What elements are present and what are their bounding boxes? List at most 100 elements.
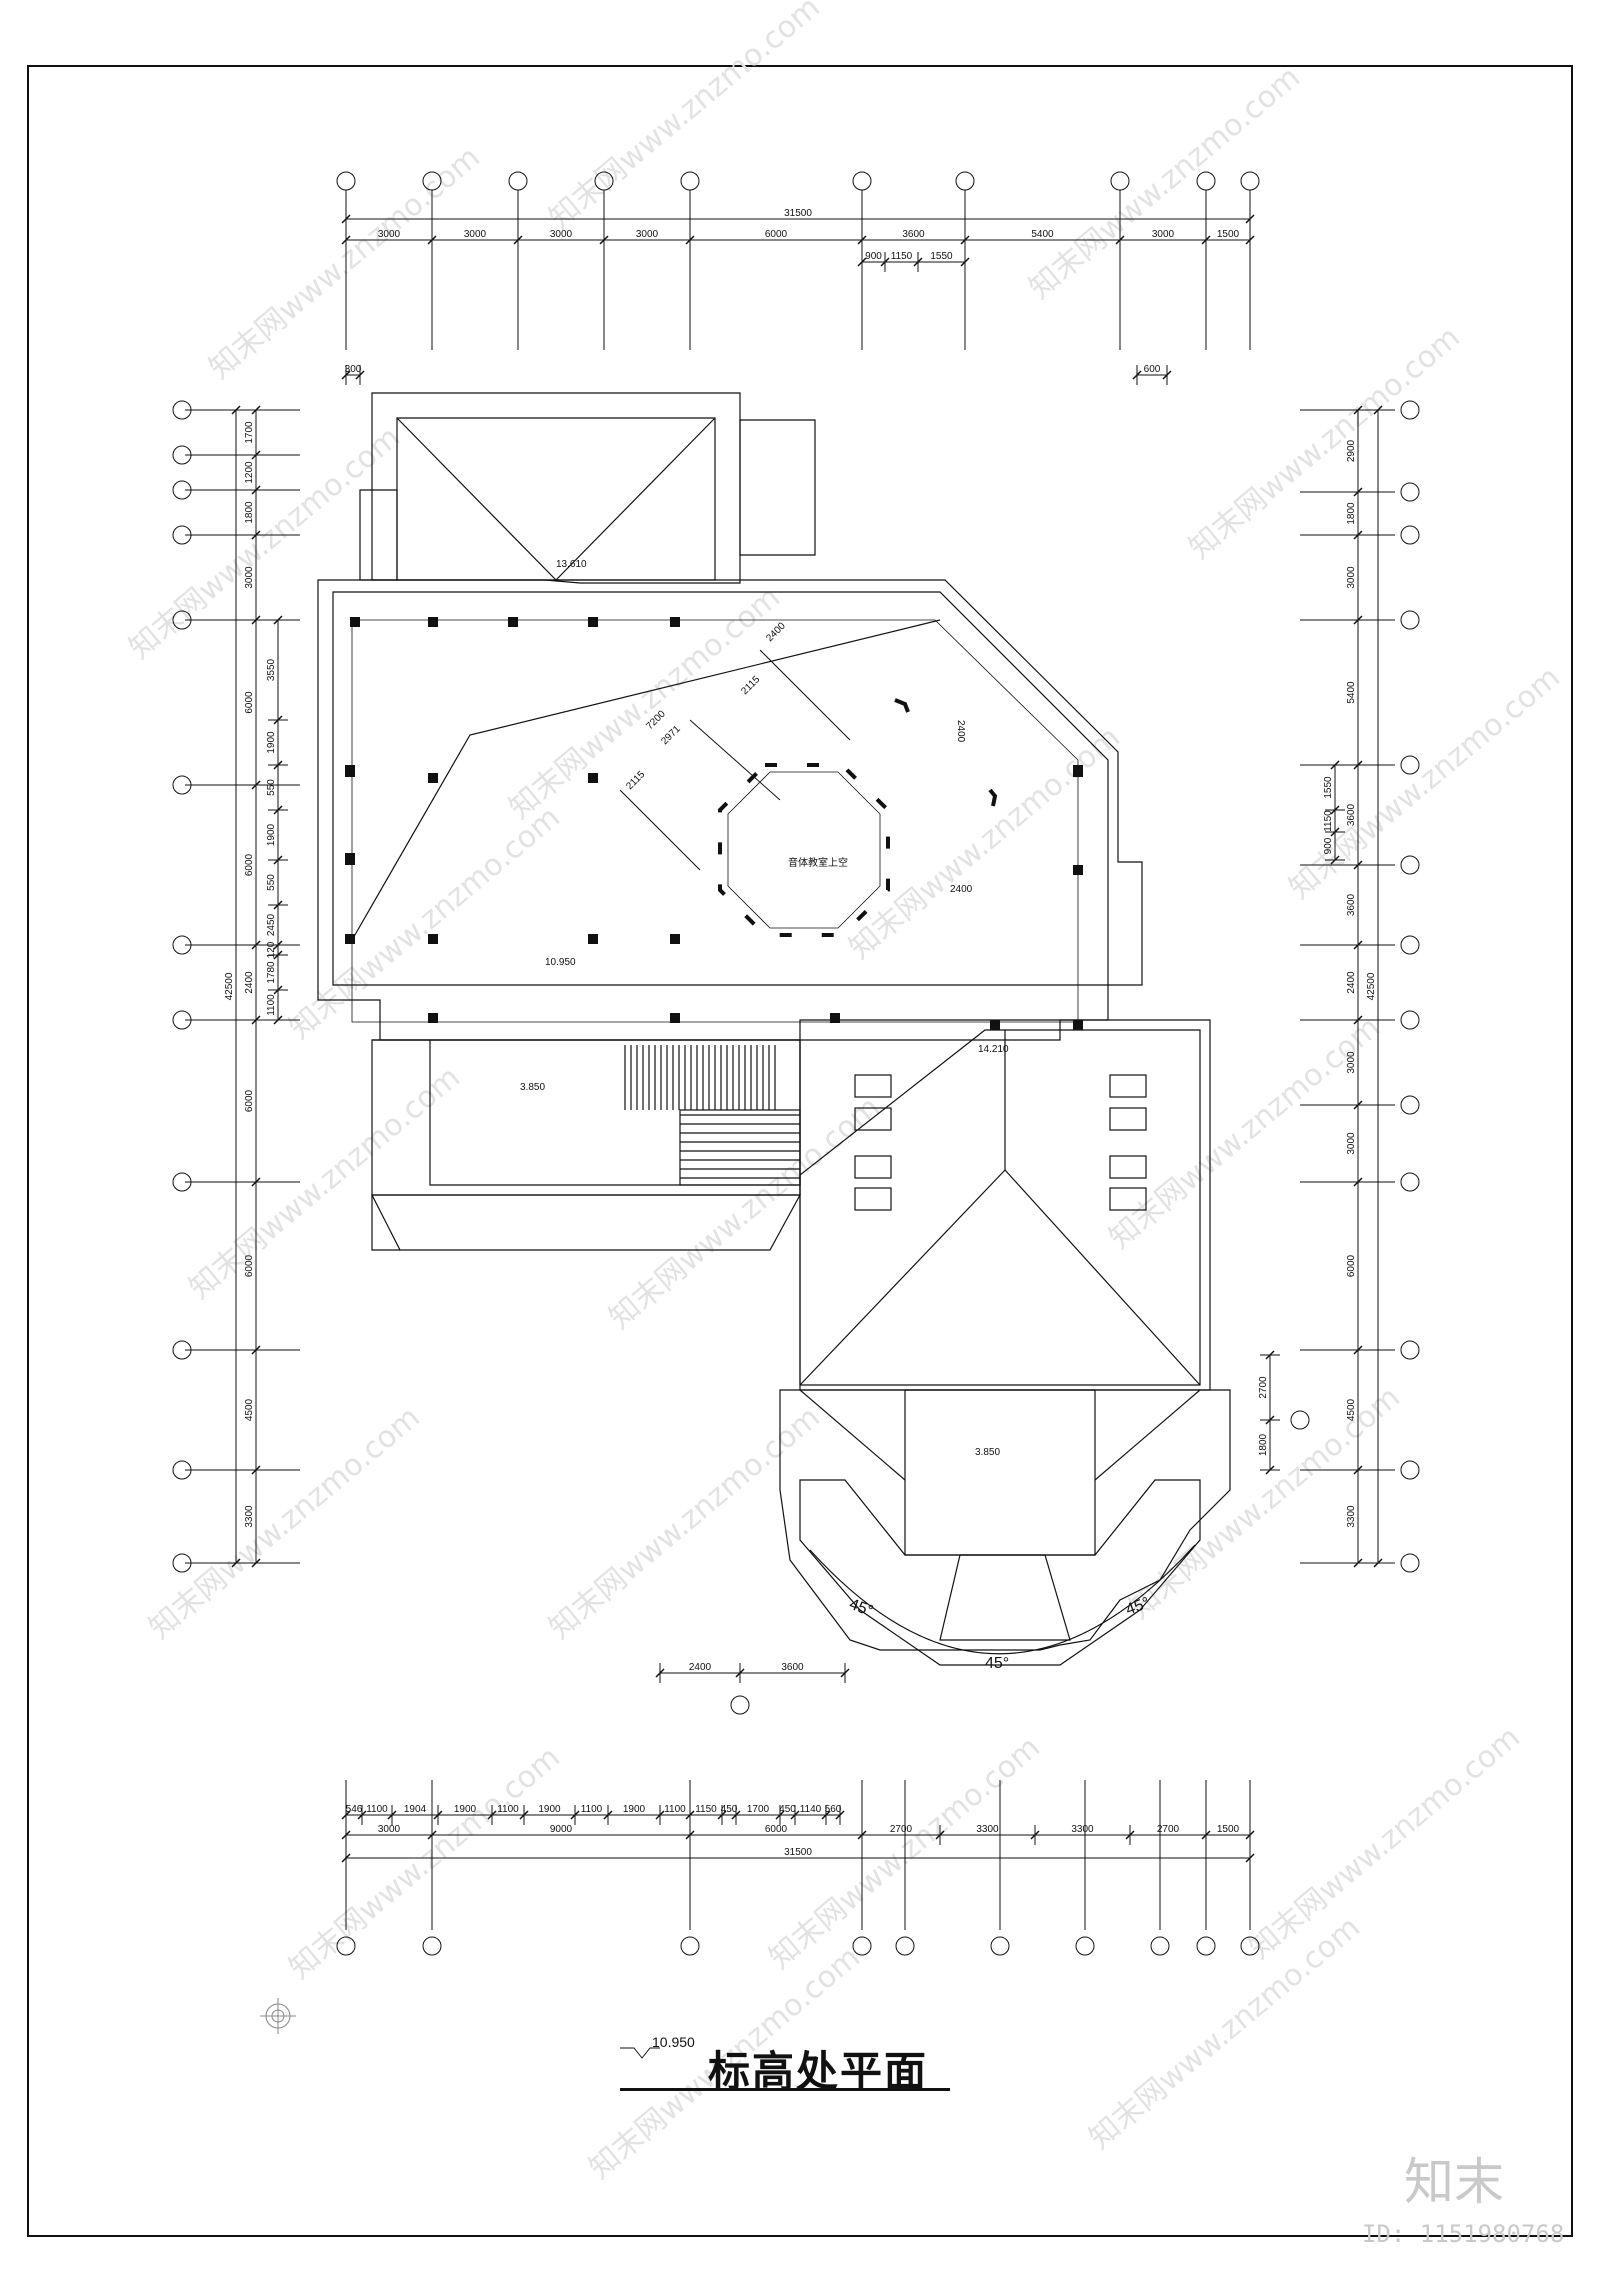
inner-dim-label: 2400 (950, 884, 973, 895)
bottom-dim-label: 1500 (1217, 1824, 1240, 1835)
left-dim-label: 3300 (244, 1505, 255, 1528)
bottom-detail-dim-tick (603, 1810, 613, 1820)
bottom-detail-dim-label: 1100 (581, 1804, 603, 1815)
watermark-text: 知末网www.znzmo.com (1243, 1720, 1527, 1966)
top-dim-label: 3000 (378, 229, 401, 240)
apse-hip (799, 1389, 906, 1481)
roof-hip (1004, 1169, 1201, 1386)
left-inner-dim-tick (273, 760, 283, 770)
elevation-marker-icon (620, 2047, 660, 2059)
grid-axis-bubble (1075, 1936, 1095, 1956)
right-dim-label: 3600 (1346, 893, 1357, 916)
grid-axis-bubble (1196, 171, 1216, 191)
top-total-dim-label: 31500 (784, 208, 812, 219)
grid-axis-bubble (1400, 525, 1420, 545)
left-dim-label: 6000 (244, 853, 255, 876)
angle-label: 45° (985, 1655, 1009, 1672)
watermark-text: 知末网www.znzmo.com (843, 720, 1127, 966)
left-inner-dim-label: 1100 (266, 994, 277, 1016)
grid-axis-bubble (172, 1340, 192, 1360)
right-sub-dim-tick (1330, 855, 1340, 865)
left-inner-dim-label: 3550 (266, 658, 277, 681)
left-dim-label: 6000 (244, 1089, 255, 1112)
grid-axis-bubble (680, 171, 700, 191)
diagonal-dim-line (619, 789, 701, 871)
apse-center (904, 1389, 1096, 1556)
grid-axis-bubble (172, 1553, 192, 1573)
top-sub-dim-label: 900 (865, 251, 882, 262)
left-inner-dim-tick (273, 805, 283, 815)
bottom-total-dim-label: 31500 (784, 1847, 812, 1858)
bottom-detail-dim-tick (717, 1810, 727, 1820)
lower-terrace-roof (371, 1194, 802, 1251)
title-elevation: 10.950 (652, 2034, 695, 2050)
roof-side-block (739, 419, 816, 556)
diagonal-dim-line (689, 719, 781, 801)
top-dim-label: 1500 (1217, 229, 1240, 240)
grid-axis-bubble (172, 400, 192, 420)
left-dim-label: 4500 (244, 1398, 255, 1421)
grid-axis-bubble (508, 171, 528, 191)
top-sub-dim-tick (880, 257, 890, 267)
bottom-detail-dim-label: 1904 (404, 1804, 427, 1815)
lower-terrace-edge (371, 1195, 400, 1251)
left-inner-dim-tick (273, 985, 283, 995)
grid-axis-bubble (1400, 1172, 1420, 1192)
lower-dim-label: 2400 (689, 1662, 712, 1673)
bottom-detail-dim-tick (835, 1810, 845, 1820)
grid-axis-bubble (1240, 171, 1260, 191)
right-sub-dim-tick (1330, 827, 1340, 837)
watermark-text: 知末网www.znzmo.com (283, 1740, 567, 1986)
left-inner-dim-label: 550 (266, 779, 277, 796)
left-dim-label: 6000 (244, 691, 255, 714)
lower-dim-tick (735, 1668, 745, 1678)
top-dim-label: 3000 (550, 229, 573, 240)
roof-hip (555, 417, 716, 581)
drawing-title-block: 10.950 标高处平面 (620, 2032, 960, 2096)
watermark-text: 知末网www.znzmo.com (143, 1400, 427, 1646)
grid-axis-bubble (336, 171, 356, 191)
inner-dim-label: 2400 (955, 720, 966, 743)
left-inner-dim-label: 1900 (266, 731, 277, 754)
left-inner-dim-label: 2450 (266, 913, 277, 936)
right-extra-dim-label: 1800 (1258, 1433, 1269, 1456)
right-total-dim-label: 42500 (1366, 972, 1377, 1000)
elevation-label: 3.850 (520, 1082, 545, 1093)
left-dim-label: 2400 (244, 971, 255, 994)
left-inner-dim-tick (273, 900, 283, 910)
right-dim-label: 3000 (1346, 566, 1357, 589)
top-dim-label: 5400 (1031, 229, 1054, 240)
grid-axis-bubble (680, 1936, 700, 1956)
top-small-dim-tick (1132, 370, 1142, 380)
bottom-dim-label: 2700 (890, 1824, 913, 1835)
angle-arc (809, 1544, 1196, 1655)
grid-axis-bubble (852, 171, 872, 191)
top-sub-dim-label: 1550 (930, 251, 953, 262)
bottom-dim-tick (1030, 1830, 1040, 1840)
watermark-id: ID: 1151980768 (1362, 2220, 1565, 2248)
grid-axis-markers (172, 171, 1420, 1956)
watermark-text: 知末网www.znzmo.com (543, 0, 827, 236)
right-sub-dim-label: 1550 (1323, 776, 1334, 799)
top-small-dim-tick (355, 370, 365, 380)
grid-axis-bubble (1400, 610, 1420, 630)
grid-axis-bubble (1400, 935, 1420, 955)
interior-wall-line (351, 619, 1079, 1023)
left-dim-label: 3000 (244, 566, 255, 589)
right-dim-label: 2400 (1346, 971, 1357, 994)
bottom-detail-dim-tick (570, 1810, 580, 1820)
grid-axis-bubble (1110, 171, 1130, 191)
right-extra-dim-label: 2700 (1258, 1376, 1269, 1399)
grid-axis-bubble (1400, 1340, 1420, 1360)
bottom-detail-dim-tick (821, 1810, 831, 1820)
left-inner-dim-label: 1900 (266, 823, 277, 846)
dimension-layer (185, 190, 1395, 1930)
octagon-void (718, 763, 890, 937)
roof-block-upper-inner (396, 417, 716, 581)
top-dim-label: 6000 (765, 229, 788, 240)
bottom-detail-dim-tick (775, 1810, 785, 1820)
watermark-text: 知末网www.znzmo.com (1083, 1910, 1367, 2156)
diagonal-dim-line (759, 649, 851, 741)
grid-axis-bubble (172, 445, 192, 465)
